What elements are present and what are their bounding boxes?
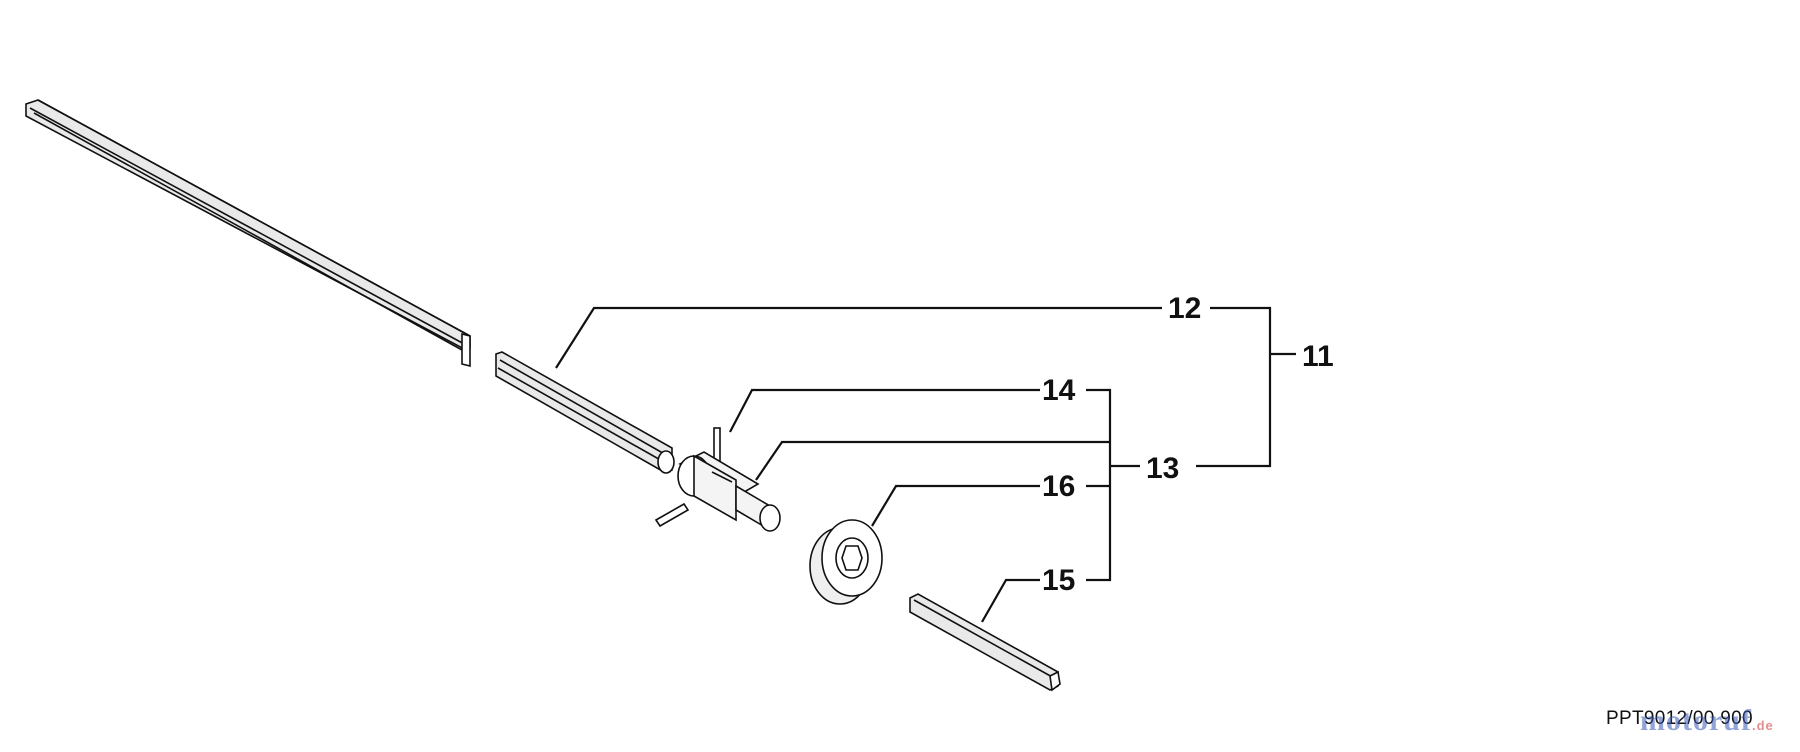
square-rod <box>909 593 1061 692</box>
long-shaft <box>25 99 471 368</box>
leader-lines <box>555 306 1296 623</box>
drawing-code: PPT9012/00 900 <box>1606 708 1753 729</box>
callout-12: 12 <box>1168 292 1201 325</box>
pin-vertical <box>713 427 721 463</box>
callout-11: 11 <box>1302 340 1334 373</box>
watermark-suffix: .de <box>1751 718 1774 733</box>
shaft-coupling <box>677 451 781 532</box>
shaft-12 <box>495 351 675 474</box>
callout-13: 13 <box>1146 452 1179 485</box>
bearing <box>809 519 883 605</box>
watermark-text: motoruf <box>1640 704 1752 737</box>
callout-16: 16 <box>1042 470 1075 503</box>
pin-angled <box>654 502 690 528</box>
watermark-logo: motoruf.de <box>1640 704 1774 738</box>
callout-14: 14 <box>1042 374 1076 407</box>
callout-15: 15 <box>1042 564 1075 597</box>
